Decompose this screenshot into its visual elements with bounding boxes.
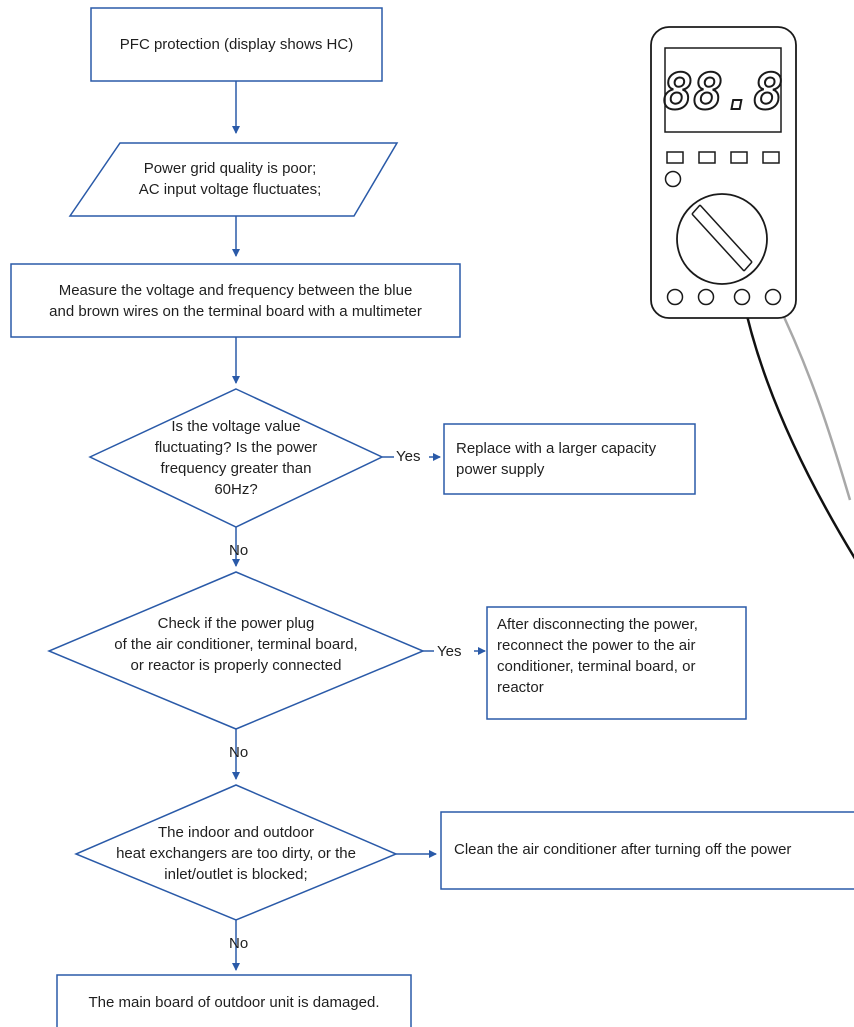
multimeter-icon: 88.8 bbox=[650, 26, 854, 560]
measure-line-1: Measure the voltage and frequency betwee… bbox=[58, 282, 413, 299]
decision1-yes-action-line-2: power supply bbox=[456, 461, 545, 478]
decision1-label: Is the voltage value fluctuating? Is the… bbox=[106, 416, 366, 500]
cause-line-1: Power grid quality is poor; bbox=[143, 160, 317, 177]
measure-line-2: and brown wires on the terminal board wi… bbox=[49, 303, 422, 320]
decision1-yes-action: Replace with a larger capacity power sup… bbox=[456, 438, 691, 480]
multimeter-display bbox=[664, 47, 782, 133]
decision2-no-label: No bbox=[229, 744, 249, 761]
cause-label: Power grid quality is poor; AC input vol… bbox=[80, 158, 380, 200]
decision1-line-2: fluctuating? Is the power bbox=[154, 439, 318, 456]
decision3-line-3: inlet/outlet is blocked; bbox=[164, 866, 308, 883]
decision2-yes-action-line-2: reconnect the power to the air bbox=[497, 637, 696, 654]
decision2-yes-box bbox=[486, 606, 747, 720]
decision2-yes-action-line-1: After disconnecting the power, bbox=[497, 616, 698, 633]
decision1-yes-box bbox=[443, 423, 696, 495]
start-box bbox=[90, 7, 383, 82]
decision2-yes-action: After disconnecting the power, reconnect… bbox=[497, 614, 742, 698]
decision3-no-label: No bbox=[229, 935, 249, 952]
end-label: The main board of outdoor unit is damage… bbox=[88, 994, 380, 1011]
decision1-no-label: No bbox=[229, 542, 249, 559]
end-box bbox=[56, 974, 412, 1027]
decision3-yes-box bbox=[440, 811, 854, 890]
measure-box bbox=[10, 263, 461, 338]
decision1-line-4: 60Hz? bbox=[214, 481, 258, 498]
decision1-line-1: Is the voltage value bbox=[171, 418, 301, 435]
decision3-line-1: The indoor and outdoor bbox=[158, 824, 314, 841]
start-label: PFC protection (display shows HC) bbox=[119, 36, 354, 53]
decision3-yes-action: Clean the air conditioner after turning … bbox=[454, 841, 792, 858]
decision3-label: The indoor and outdoor heat exchangers a… bbox=[86, 822, 386, 885]
decision1-line-3: frequency greater than bbox=[160, 460, 312, 477]
decision1-yes-action-line-1: Replace with a larger capacity bbox=[456, 440, 657, 457]
decision2-label: Check if the power plug of the air condi… bbox=[76, 613, 396, 676]
decision2-yes-action-line-3: conditioner, terminal board, or bbox=[497, 658, 696, 675]
decision1-yes-label: Yes bbox=[396, 448, 421, 465]
decision2-line-3: or reactor is properly connected bbox=[130, 657, 342, 674]
cause-line-2: AC input voltage fluctuates; bbox=[138, 181, 322, 198]
dial-knob bbox=[676, 193, 768, 285]
cause-parallelogram bbox=[68, 142, 399, 217]
measure-label: Measure the voltage and frequency betwee… bbox=[11, 280, 460, 322]
decision2-line-1: Check if the power plug bbox=[157, 615, 315, 632]
decision2-line-2: of the air conditioner, terminal board, bbox=[114, 636, 358, 653]
decision2-yes-label: Yes bbox=[437, 643, 462, 660]
multimeter-display-value: 88.8 bbox=[663, 63, 783, 121]
decision2-yes-action-line-4: reactor bbox=[497, 679, 544, 696]
decision3-line-2: heat exchangers are too dirty, or the bbox=[116, 845, 356, 862]
